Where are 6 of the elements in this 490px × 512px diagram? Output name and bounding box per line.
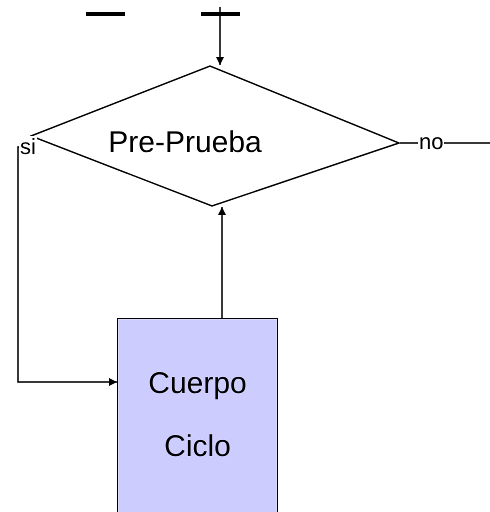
arrow <box>17 146 117 386</box>
arrow <box>218 207 226 318</box>
node-text: Cuerpo Ciclo <box>147 366 248 465</box>
arrow <box>216 7 224 65</box>
node-text: Pre-Prueba <box>108 125 262 161</box>
process-box <box>117 318 278 512</box>
